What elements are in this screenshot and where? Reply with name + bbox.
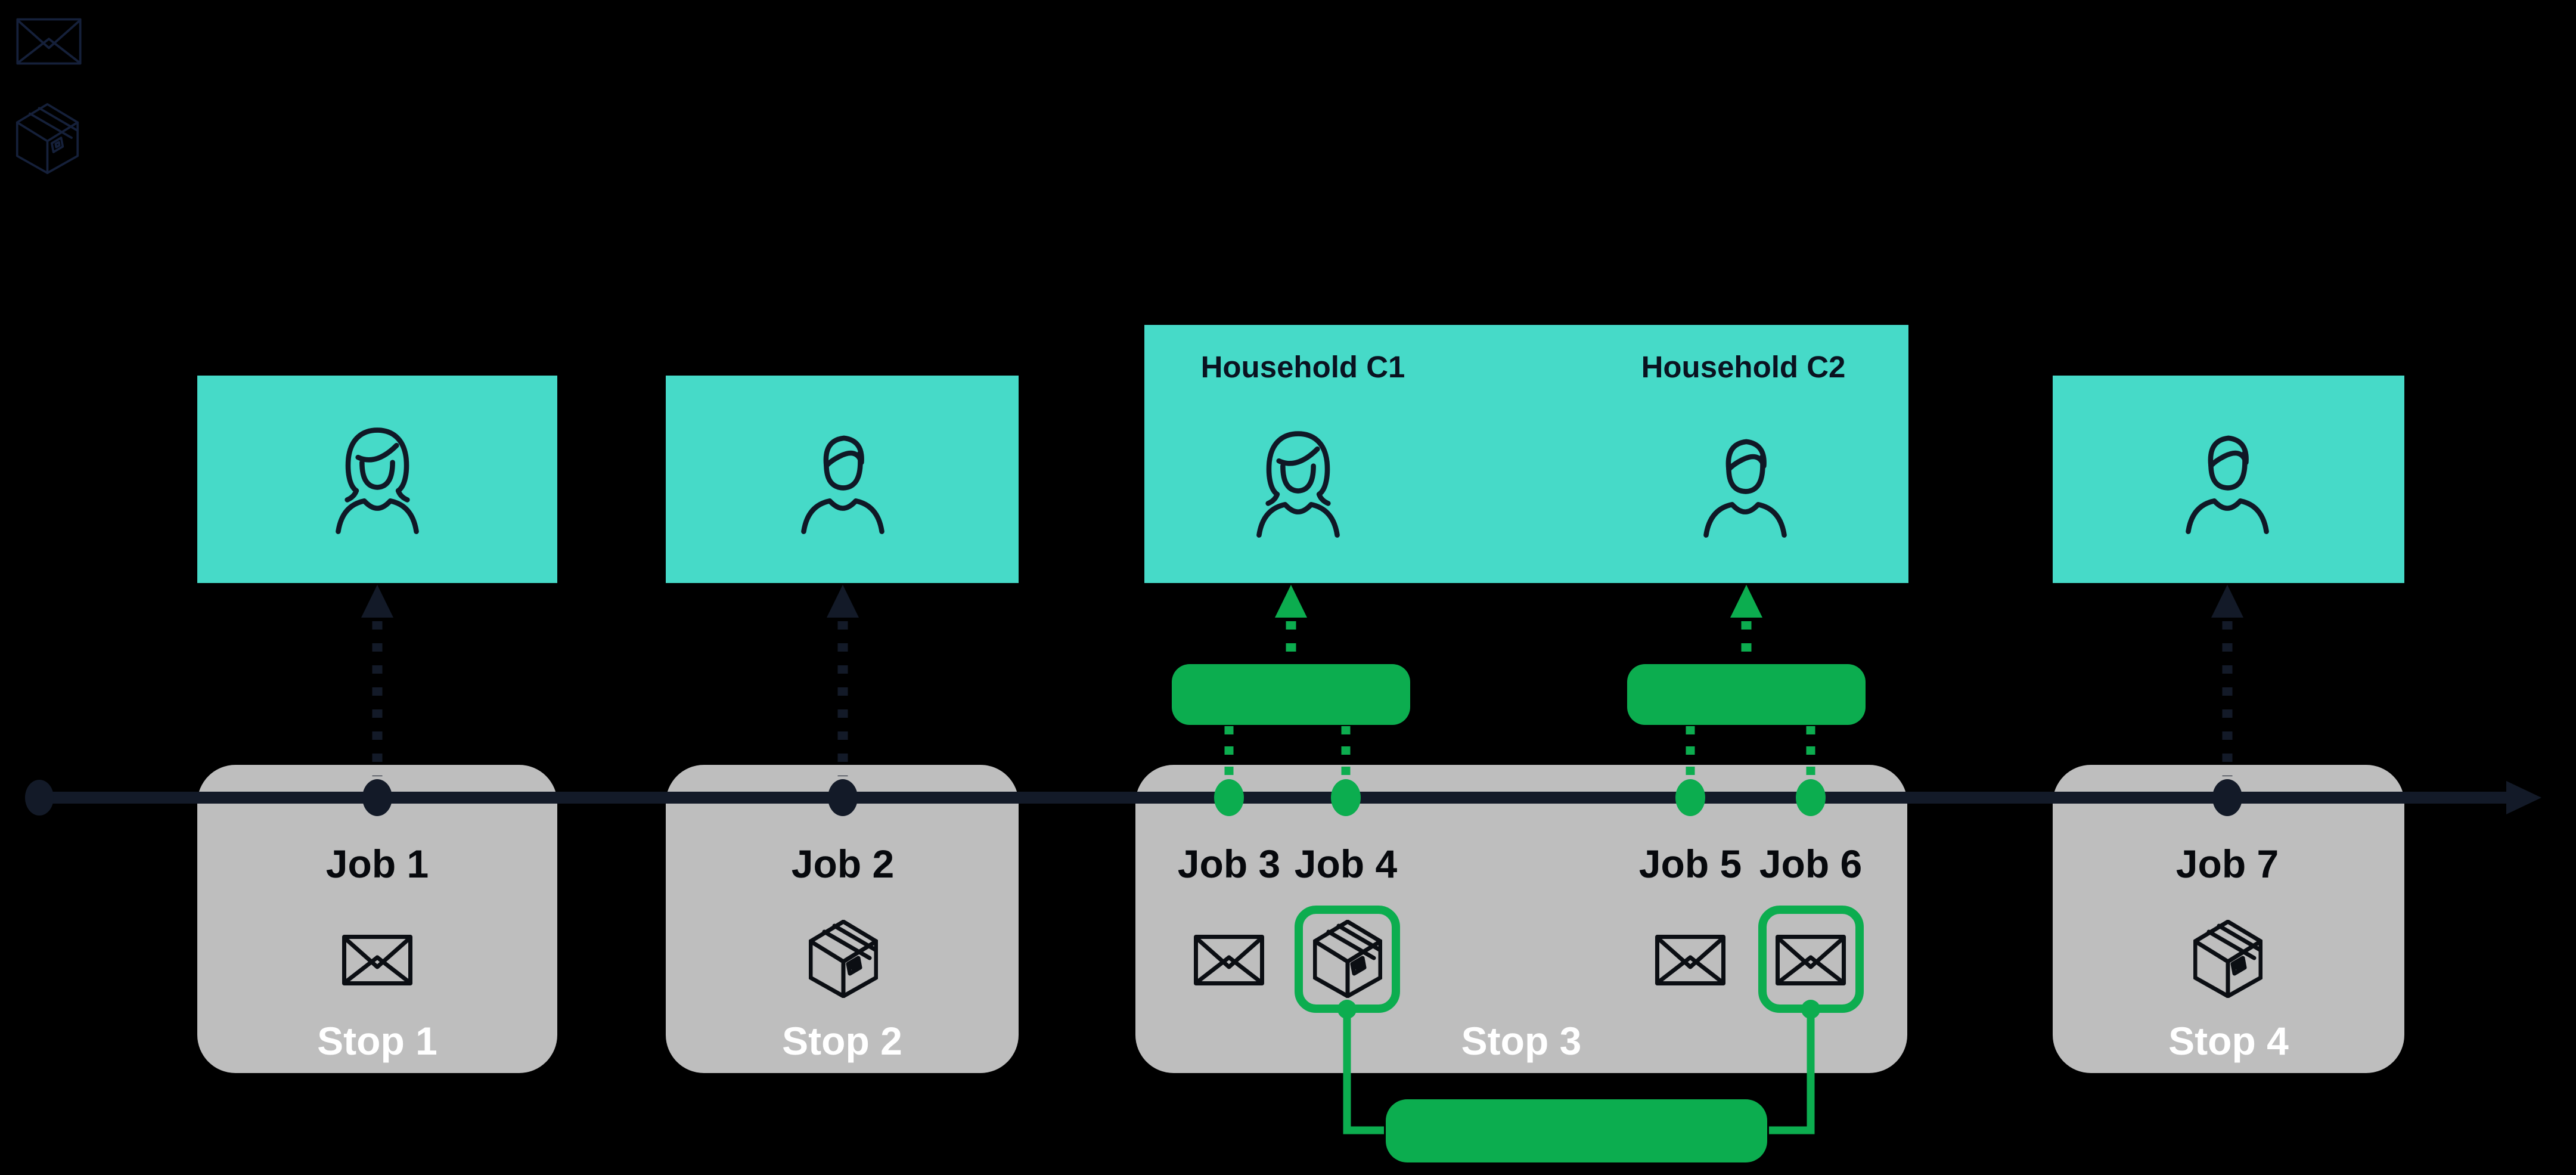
stop-box-4: Stop 4 [2053, 765, 2404, 1073]
job-dots-green [1214, 779, 1826, 816]
group-outline-job4 [1295, 906, 1400, 1013]
assignment-pill-c1 [1172, 664, 1410, 725]
pill-stems [1224, 726, 1815, 781]
job-dots-navy [362, 779, 2242, 816]
pill-arrows [1286, 621, 1752, 663]
household-c2-label: Household C2 [1641, 350, 1846, 384]
job-label: Job 7 [2175, 842, 2279, 886]
grouping-box [1386, 1099, 1767, 1162]
stop-label: Stop 4 [2168, 1019, 2289, 1063]
recipient-arrowheads [361, 585, 2243, 618]
job-label: Job 3 [1177, 842, 1281, 886]
stop-label: Stop 1 [317, 1019, 437, 1063]
stop-box-2: Stop 2 [666, 765, 1019, 1073]
stop-label: Stop 2 [782, 1019, 902, 1063]
job-label: Job 6 [1759, 842, 1863, 886]
grouping-connector-dots [1337, 1000, 1820, 1019]
job-label: Job 2 [791, 842, 895, 886]
timeline-arrowhead-icon [2506, 781, 2541, 814]
job-label: Job 1 [325, 842, 429, 886]
timeline-start-dot [25, 780, 54, 816]
household-c1-label: Household C1 [1200, 350, 1405, 384]
stop-box-1: Stop 1 [197, 765, 557, 1073]
recipient-box-stop1 [197, 376, 557, 583]
pill-arrowheads [1275, 585, 1762, 618]
recipient-box-stop4 [2053, 376, 2404, 583]
job-label: Job 4 [1294, 842, 1398, 886]
job-label: Job 5 [1638, 842, 1742, 886]
recipient-arrows [372, 621, 2233, 776]
stop-label: Stop 3 [1461, 1019, 1582, 1063]
assignment-pill-c2 [1627, 664, 1866, 725]
grouping-connectors [1343, 1009, 1815, 1134]
recipient-box-stop2 [666, 376, 1019, 583]
